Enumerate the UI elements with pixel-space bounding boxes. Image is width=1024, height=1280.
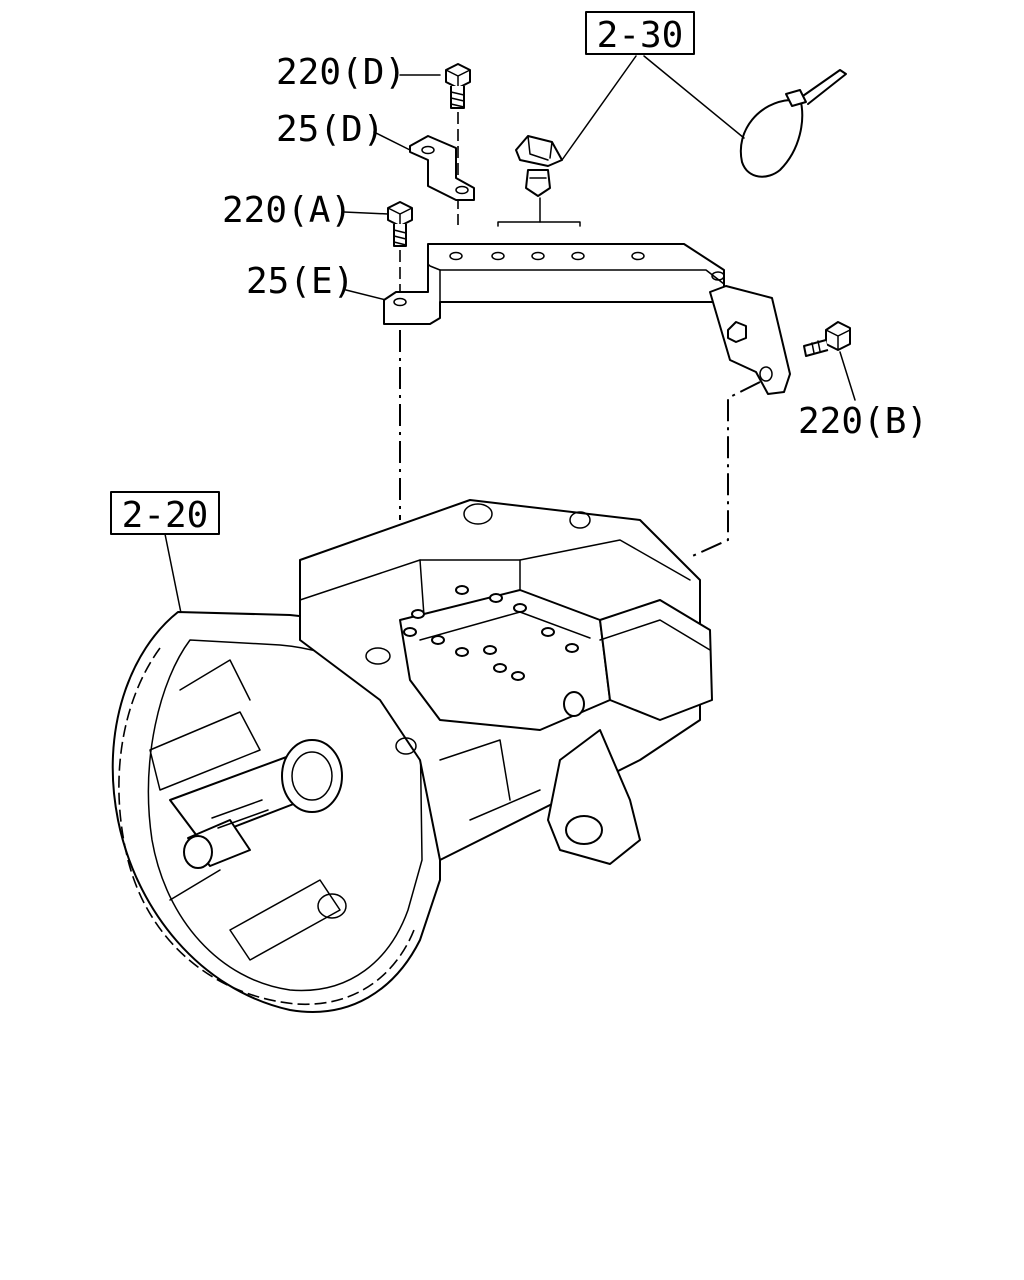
bolt-220-d[interactable] [445,63,471,109]
leader-lines [164,55,856,619]
cover-bolts [403,585,579,681]
bracket-25-d[interactable] [409,135,475,201]
label-25-d[interactable]: 25(D) [276,109,384,150]
bolt-220-b[interactable] [803,321,851,357]
callout-2-20-box [110,491,220,535]
bracket-25-e[interactable] [383,243,791,395]
assembly-line-right [687,381,761,559]
label-220-b[interactable]: 220(B) [798,401,928,442]
label-25-e[interactable]: 25(E) [246,261,354,302]
callout-2-20-label: 2-20 [122,495,209,536]
bolt-220-a[interactable] [387,201,413,247]
label-220-a[interactable]: 220(A) [222,190,352,231]
transmission-assembly[interactable] [111,499,713,1013]
harness-clip[interactable] [515,135,563,197]
callout-2-30-label: 2-30 [597,15,684,56]
callout-2-30-box [585,11,695,55]
label-220-d[interactable]: 220(D) [276,52,406,93]
cable-tie[interactable] [739,69,847,178]
callout-2-20[interactable]: 2-20 [110,491,220,536]
callout-2-30[interactable]: 2-30 [585,11,695,56]
